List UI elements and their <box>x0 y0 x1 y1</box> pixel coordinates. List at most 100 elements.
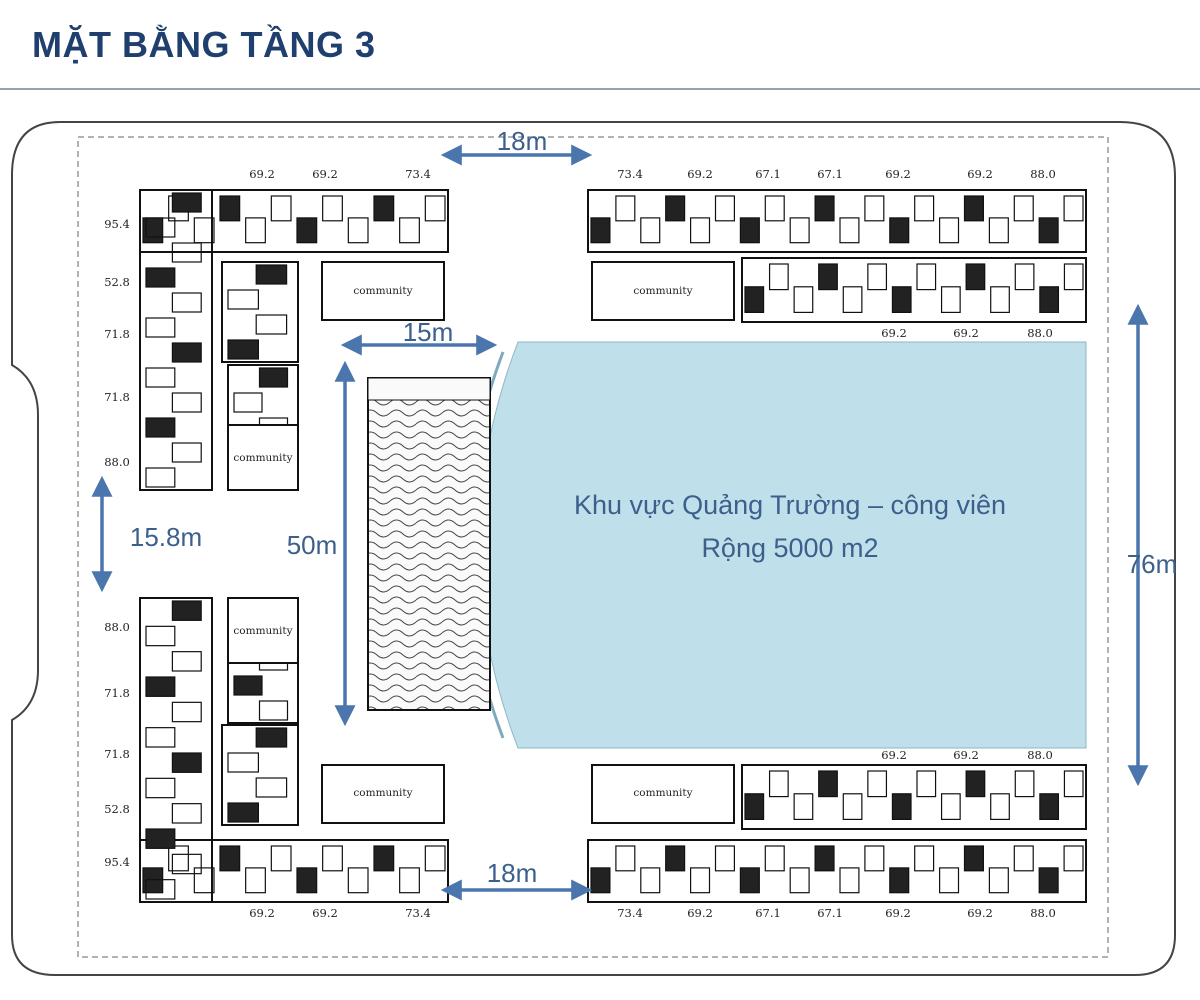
title-divider <box>0 88 1200 90</box>
building-block <box>741 764 1087 830</box>
room-cell <box>227 339 259 360</box>
unit-area: 95.4 <box>104 855 130 869</box>
room-cell <box>665 845 686 872</box>
room-cell <box>145 727 176 748</box>
room-cell <box>867 770 888 798</box>
community-label: community <box>633 285 692 297</box>
community-room <box>227 424 299 491</box>
room-cell <box>373 195 395 222</box>
unit-area: 88.0 <box>1030 906 1056 920</box>
unit-area: 67.1 <box>755 906 781 920</box>
room-cell <box>914 845 935 872</box>
room-cell <box>988 867 1009 894</box>
room-cell <box>842 793 863 820</box>
room-cell <box>322 845 343 872</box>
unit-area: 69.2 <box>312 906 338 920</box>
room-cell <box>145 367 176 388</box>
room-cell <box>818 263 838 291</box>
unit-area: 69.2 <box>881 326 907 340</box>
community-label: community <box>353 285 412 297</box>
unit-area: 69.2 <box>881 748 907 762</box>
room-cell <box>258 367 289 388</box>
room-cell <box>916 770 937 798</box>
unit-area: 69.2 <box>967 906 993 920</box>
room-cell <box>245 217 266 244</box>
room-cell <box>988 217 1009 244</box>
unit-area: 69.2 <box>249 906 275 920</box>
unit-area: 69.2 <box>953 326 979 340</box>
room-cell <box>818 770 838 798</box>
page-title: MẶT BẰNG TẦNG 3 <box>32 24 376 65</box>
building-block <box>139 597 213 903</box>
unit-area: 73.4 <box>617 167 643 181</box>
water-feature <box>367 377 491 711</box>
unit-area: 88.0 <box>1027 748 1053 762</box>
room-cell <box>145 467 176 488</box>
room-cell <box>867 263 888 291</box>
room-cell <box>142 867 164 894</box>
room-cell <box>399 867 420 894</box>
unit-area: 69.2 <box>967 167 993 181</box>
building-block <box>587 839 1087 903</box>
unit-area: 88.0 <box>1027 326 1053 340</box>
room-cell <box>193 217 215 244</box>
room-cell <box>258 700 289 721</box>
community-label: community <box>633 787 692 799</box>
room-cell <box>347 867 369 894</box>
room-cell <box>219 845 241 872</box>
room-cell <box>615 195 636 222</box>
unit-area: 52.8 <box>104 802 130 816</box>
community-room <box>227 597 299 664</box>
room-cell <box>171 392 202 413</box>
unit-area: 67.1 <box>817 167 843 181</box>
bottom-gap-label: 18m <box>487 858 538 888</box>
room-cell <box>864 195 885 222</box>
left-gap-label: 15.8m <box>130 522 202 552</box>
unit-area: 95.4 <box>104 217 130 231</box>
room-cell <box>171 651 202 672</box>
room-cell <box>227 289 259 310</box>
unit-area: 71.8 <box>104 327 130 341</box>
room-cell <box>940 286 961 313</box>
room-cell <box>689 867 711 894</box>
room-cell <box>168 845 189 872</box>
room-cell <box>615 845 636 872</box>
room-cell <box>227 752 259 773</box>
room-cell <box>145 676 176 697</box>
room-cell <box>322 195 343 222</box>
unit-area: 69.2 <box>687 906 713 920</box>
room-cell <box>714 845 735 872</box>
room-cell <box>171 752 202 773</box>
unit-area: 69.2 <box>249 167 275 181</box>
room-cell <box>590 867 611 894</box>
room-cell <box>171 342 202 363</box>
unit-area: 67.1 <box>755 167 781 181</box>
room-cell <box>1063 195 1084 222</box>
room-cell <box>914 195 935 222</box>
room-cell <box>739 867 760 894</box>
unit-area: 71.8 <box>104 686 130 700</box>
room-cell <box>171 600 202 621</box>
unit-area: 71.8 <box>104 390 130 404</box>
room-cell <box>227 802 259 823</box>
plaza-size-label: Rộng 5000 m2 <box>701 533 878 563</box>
room-cell <box>739 217 760 244</box>
room-cell <box>1063 263 1084 291</box>
unit-area: 73.4 <box>405 167 431 181</box>
room-cell <box>145 879 176 900</box>
room-cell <box>270 195 292 222</box>
room-cell <box>789 217 810 244</box>
room-cell <box>764 195 785 222</box>
room-cell <box>255 727 288 748</box>
room-cell <box>963 195 984 222</box>
room-cell <box>814 845 835 872</box>
building-block <box>139 189 213 491</box>
unit-area: 69.2 <box>687 167 713 181</box>
room-cell <box>665 195 686 222</box>
room-cell <box>145 625 176 647</box>
pool-height-label: 50m <box>287 530 338 560</box>
unit-area: 73.4 <box>405 906 431 920</box>
unit-area: 71.8 <box>104 747 130 761</box>
room-cell <box>744 793 765 820</box>
